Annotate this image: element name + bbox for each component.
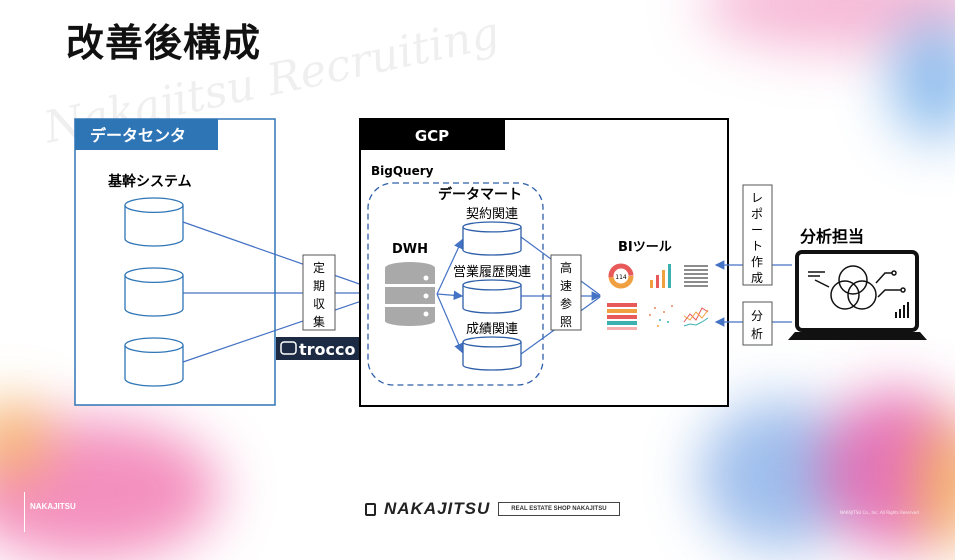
laptop-analytics-icon <box>788 250 927 340</box>
vertical-label-char: 集 <box>313 314 325 329</box>
datacenter-label: データセンタ <box>90 126 186 145</box>
bigquery-dashed-area <box>367 182 544 386</box>
analyst-label: 分析担当 <box>800 227 864 246</box>
page-title: 改善後構成 <box>66 20 262 65</box>
vertical-label-char: 成 <box>751 271 763 285</box>
mart-label-contract: 契約関連 <box>466 207 518 222</box>
vertical-label-char: ト <box>751 239 763 253</box>
gcp-label: GCP <box>415 127 449 145</box>
source-database-icon <box>124 337 184 387</box>
nakajitsu-logo-icon <box>365 502 376 516</box>
vertical-label-char: 照 <box>560 315 572 329</box>
datamart-database-icon <box>462 279 522 314</box>
copyright: NAKAJITSU Co., Inc. All Rights Reserved <box>840 510 919 515</box>
database-server-icon <box>385 262 435 326</box>
bigquery-label: BigQuery <box>371 164 434 178</box>
left-brand: NAKAJITSU <box>24 492 76 532</box>
vertical-label-char: 高 <box>560 260 572 275</box>
footer-tagline: REAL ESTATE SHOP NAKAJITSU <box>498 502 620 516</box>
footer-brand-name: NAKAJITSU <box>384 499 491 518</box>
datacenter-box: データセンタ 基幹システム <box>74 118 276 406</box>
paint-splash <box>890 20 955 140</box>
datamart-label: データマート <box>438 186 522 203</box>
periodic-collection-box <box>302 254 336 331</box>
report-creation-box <box>742 184 773 286</box>
vertical-label-char: 収 <box>313 297 325 311</box>
mart-label-performance: 成績関連 <box>466 322 518 337</box>
mart-label-sales-history: 営業履歴関連 <box>453 264 531 280</box>
bi-donut-chart-icon: 114 <box>608 263 634 289</box>
bi-line-chart-icon <box>683 307 709 327</box>
trocco-logo: trocco <box>276 337 360 360</box>
footer-brand: NAKAJITSU REAL ESTATE SHOP NAKAJITSU <box>365 499 620 519</box>
source-database-icon <box>124 197 184 247</box>
vertical-label-char: 期 <box>313 279 325 293</box>
core-system-label: 基幹システム <box>108 173 192 190</box>
vertical-label-char: 速 <box>560 279 572 293</box>
source-database-icon <box>124 267 184 317</box>
datamart-database-icon <box>462 336 522 371</box>
vertical-label-char: レ <box>751 191 763 205</box>
datamart-database-icon <box>462 221 522 256</box>
bi-table-icon <box>684 265 708 287</box>
bi-stacked-bar-icon <box>607 303 637 330</box>
vertical-label-char: 分 <box>751 309 763 323</box>
svg-text:trocco: trocco <box>299 340 356 359</box>
bi-bar-chart-icon <box>650 264 671 288</box>
vertical-label-char: ポ <box>751 207 763 221</box>
vertical-label-char: 定 <box>313 260 325 275</box>
bi-tool-label: BIツール <box>618 240 672 255</box>
fast-reference-box <box>550 254 582 331</box>
analysis-box <box>742 301 773 346</box>
vertical-label-char: 参 <box>560 296 572 311</box>
dwh-label: DWH <box>392 242 428 257</box>
vertical-label-char: 作 <box>751 255 763 269</box>
vertical-label-char: ー <box>751 223 763 237</box>
svg-text:114: 114 <box>615 274 627 281</box>
gcp-box: GCP BigQuery <box>359 118 729 407</box>
bi-scatter-icon <box>649 305 673 327</box>
vertical-label-char: 析 <box>751 327 763 341</box>
